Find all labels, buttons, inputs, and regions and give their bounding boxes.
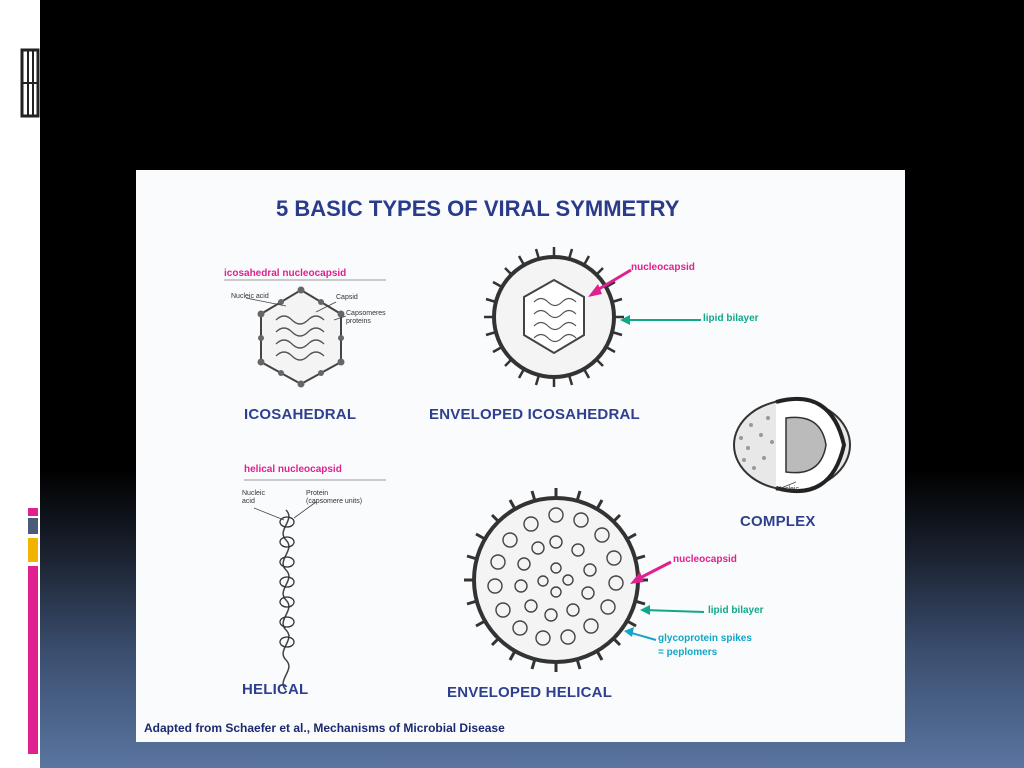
type-label-icosahedral: ICOSAHEDRAL — [244, 406, 357, 423]
diagram-title: 5 BASIC TYPES OF VIRAL SYMMETRY — [276, 196, 680, 221]
helical-nucleocapsid-illustration — [244, 479, 386, 691]
label-helical-nucleocapsid: helical nucleocapsid — [244, 464, 342, 475]
label-enveloped-icosahedral-nucleocapsid: nucleocapsid — [631, 262, 695, 273]
type-label-helical: HELICAL — [242, 681, 309, 698]
accent-stripe-yellow — [28, 538, 38, 562]
enveloped-icosahedral-illustration — [484, 247, 701, 387]
label-enveloped-helical-nucleocapsid: nucleocapsid — [673, 554, 737, 565]
label-enveloped-icosahedral-lipid-bilayer: lipid bilayer — [703, 313, 759, 324]
label-helical-protein: Protein (capsomere units) — [306, 490, 363, 505]
source-credit: Adapted from Schaefer et al., Mechanisms… — [144, 721, 505, 735]
accent-stripe-magenta-top — [28, 508, 38, 516]
label-enveloped-helical-glycoprotein: glycoprotein spikes — [658, 633, 752, 644]
icosahedral-capsid-illustration — [224, 279, 386, 388]
accent-stripe-magenta — [28, 566, 38, 754]
label-icosahedral-nucleocapsid: icosahedral nucleocapsid — [224, 268, 347, 279]
label-complex-nucleic: Nucleic — [776, 486, 799, 493]
diagram-panel: 5 BASIC TYPES OF VIRAL SYMMETRY — [136, 170, 905, 742]
enveloped-helical-illustration — [464, 488, 705, 672]
type-label-enveloped-helical: ENVELOPED HELICAL — [447, 684, 613, 701]
type-label-complex: COMPLEX — [740, 513, 816, 530]
label-enveloped-helical-lipid-bilayer: lipid bilayer — [708, 605, 764, 616]
label-icosahedral-capsid: Capsid — [336, 294, 358, 301]
label-icosahedral-nucleic-acid: Nucleic acid — [231, 293, 269, 300]
label-helical-nucleic-acid: Nucleic acid — [242, 490, 265, 505]
window-logo-icon — [20, 48, 40, 118]
label-icosahedral-capsomeres: Capsomeres proteins — [346, 310, 386, 325]
accent-stripe-slate — [28, 518, 38, 534]
type-label-enveloped-icosahedral: ENVELOPED ICOSAHEDRAL — [429, 406, 640, 423]
complex-virus-illustration — [733, 396, 851, 494]
diagram-illustrations — [224, 247, 851, 691]
label-enveloped-helical-peplomers: = peplomers — [658, 647, 718, 658]
